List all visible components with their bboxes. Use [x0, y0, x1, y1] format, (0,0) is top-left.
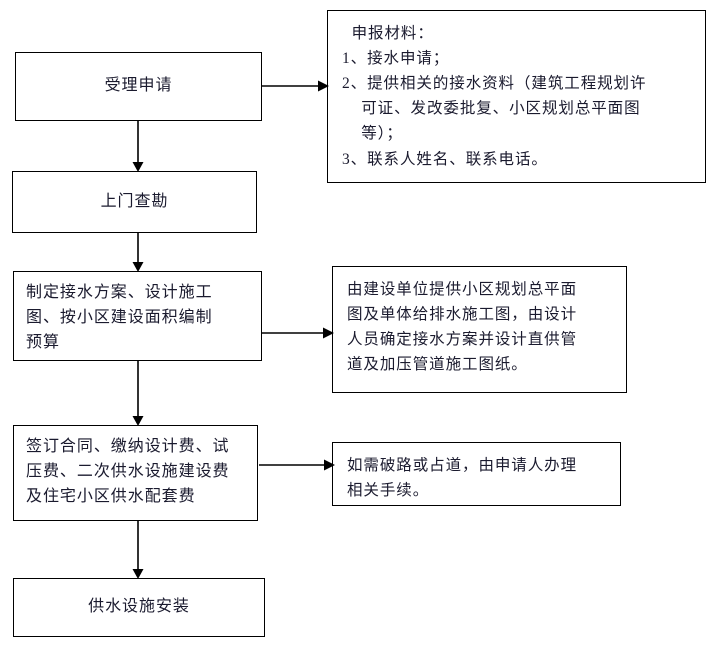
process-box-label: 上门查勘: [100, 192, 169, 210]
arrow-accept-application-to-materials: [262, 79, 330, 93]
process-box-label: 受理申请: [104, 77, 173, 95]
note-box-text: 由建设单位提供小区规划总平面 图及单体给排水施工图，由设计 人员确定接水方案并设…: [347, 281, 578, 374]
note-box-design-documents[interactable]: 由建设单位提供小区规划总平面 图及单体给排水施工图，由设计 人员确定接水方案并设…: [332, 266, 627, 393]
note-box-road-permit[interactable]: 如需破路或占道，由申请人办理 相关手续。: [332, 442, 621, 506]
process-box-design-plan[interactable]: 制定接水方案、设计施工 图、按小区建设面积编制 预算: [13, 271, 262, 361]
arrow-design-plan-to-design-documents: [262, 326, 335, 340]
note-box-required-materials[interactable]: 申报材料： 1、接水申请； 2、提供相关的接水资料（建筑工程规划许 可证、发改委…: [327, 10, 706, 183]
process-box-contract-and-fees[interactable]: 签订合同、缴纳设计费、试 压费、二次供水设施建设费 及住宅小区供水配套费: [13, 425, 258, 521]
process-box-label: 制定接水方案、设计施工 图、按小区建设面积编制 预算: [26, 284, 213, 351]
arrow-site-survey-to-design-plan: [131, 233, 145, 273]
note-box-text: 申报材料： 1、接水申请； 2、提供相关的接水资料（建筑工程规划许 可证、发改委…: [342, 25, 647, 168]
process-box-facility-installation[interactable]: 供水设施安装: [13, 578, 265, 637]
note-box-text: 如需破路或占道，由申请人办理 相关手续。: [347, 457, 578, 500]
process-box-label: 供水设施安装: [88, 598, 190, 616]
arrow-contract-to-road-permit: [259, 458, 336, 472]
arrow-contract-to-installation: [131, 521, 145, 580]
process-box-accept-application[interactable]: 受理申请: [15, 52, 262, 121]
process-box-site-survey[interactable]: 上门查勘: [12, 171, 257, 233]
process-box-label: 签订合同、缴纳设计费、试 压费、二次供水设施建设费 及住宅小区供水配套费: [26, 438, 230, 505]
arrow-accept-application-to-site-survey: [131, 121, 145, 173]
arrow-design-plan-to-contract: [131, 361, 145, 427]
